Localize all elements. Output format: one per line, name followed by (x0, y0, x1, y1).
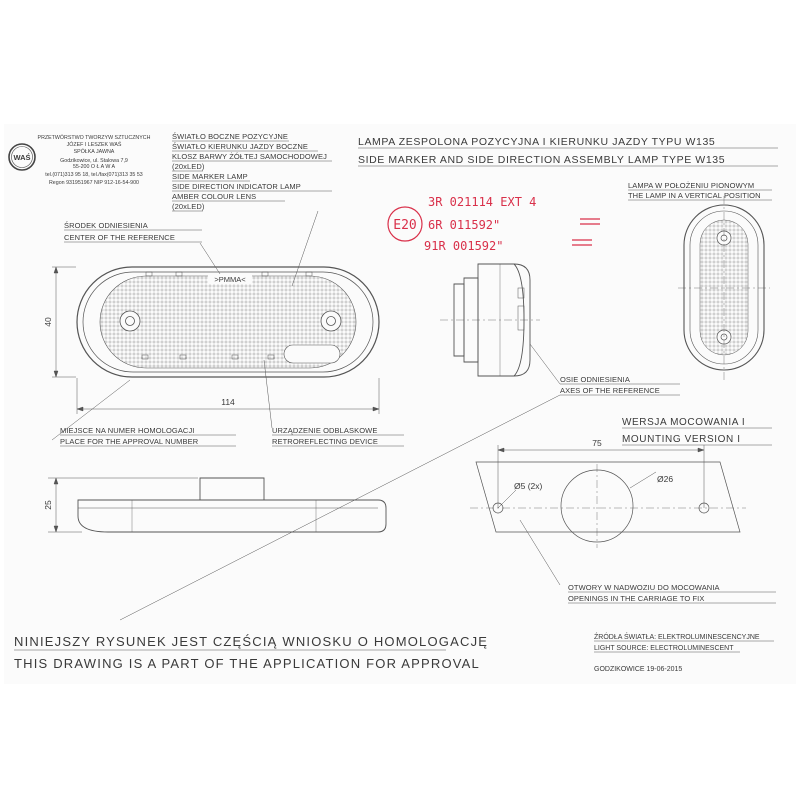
openings-en: OPENINGS IN THE CARRIAGE TO FIX (568, 594, 704, 603)
center-label-en: CENTER OF THE REFERENCE (64, 233, 175, 242)
dim-width-text: 114 (221, 397, 235, 407)
dim-spacing-text: 75 (592, 438, 602, 448)
vertical-label-en: THE LAMP IN A VERTICAL POSITION (628, 191, 761, 200)
source-pl: ŹRÓDŁA ŚWIATŁA: ELEKTROLUMINESCENCYJNE (594, 632, 760, 641)
lamp-bottom-view (77, 477, 387, 533)
approval-place-pl: MIEJSCE NA NUMER HOMOLOGACJI (60, 426, 194, 435)
approval-line-1: 3R 021114 EXT 4 (428, 195, 536, 209)
source-en: LIGHT SOURCE: ELECTROLUMINESCENT (594, 645, 734, 652)
desc-pl-3: KLOSZ BARWY ŻÓŁTEJ SAMOCHODOWEJ (172, 152, 327, 161)
openings-pl: OTWORY W NADWOZIU DO MOCOWANIA (568, 583, 720, 592)
axes-en: AXES OF THE REFERENCE (560, 386, 660, 395)
vertical-label-pl: LAMPA W POŁOŻENIU PIONOWYM (628, 181, 754, 190)
drawing-sheet (4, 124, 796, 684)
desc-en-1: SIDE MARKER LAMP (172, 172, 248, 181)
company-logo: WAŚ (8, 143, 36, 171)
company-city: 55-200 O Ł A W A (73, 164, 116, 170)
dim-hole-text: Ø5 (2x) (514, 481, 543, 491)
company-regon: Regon 931951967 NIP 912-16-54-900 (49, 180, 139, 186)
dim-height-text: 40 (43, 317, 53, 327)
mounting-plate (470, 461, 746, 548)
footer-en: THIS DRAWING IS A PART OF THE APPLICATIO… (14, 656, 480, 671)
approval-line-3: 91R 001592" (424, 239, 503, 253)
approval-mark: E20 3R 021114 EXT 4 6R 011592" 91R 00159… (387, 195, 600, 253)
desc-en-4: (20xLED) (172, 202, 205, 211)
desc-pl-1: ŚWIATŁO BOCZNE POZYCYJNE (172, 132, 288, 141)
retro-pl: URZĄDZENIE ODBLASKOWE (272, 426, 377, 435)
logo-text: WAŚ (13, 153, 30, 162)
company-name: PRZETWÓRSTWO TWORZYW SZTUCZNYCH (38, 134, 151, 141)
company-form: SPÓŁKA JAWNA (74, 148, 115, 155)
approval-place-en: PLACE FOR THE APPROVAL NUMBER (60, 437, 199, 446)
emark-text: E20 (393, 218, 416, 233)
desc-pl-4: (20xLED) (172, 162, 205, 171)
company-phones: tel.(071)313 95 18, tel./fax(071)313 35 … (45, 172, 143, 178)
pmma-label: >PMMA< (214, 275, 246, 284)
dim-depth (48, 477, 198, 533)
retro-en: RETROREFLECTING DEVICE (272, 437, 378, 446)
dim-spacing (497, 445, 705, 508)
title-pl: LAMPA ZESPOLONA POZYCYJNA I KIERUNKU JAZ… (358, 136, 715, 148)
mounting-pl: WERSJA MOCOWANIA I (622, 417, 745, 428)
title-en: SIDE MARKER AND SIDE DIRECTION ASSEMBLY … (358, 154, 725, 166)
lamp-vertical-view (678, 196, 770, 380)
axes-pl: OSIE ODNIESIENIA (560, 375, 630, 384)
dim-width (76, 378, 380, 414)
dim-center-hole-text: Ø26 (657, 474, 673, 484)
company-owners: JÓZEF I LESZEK WAŚ (67, 140, 122, 148)
mounting-en: MOUNTING VERSION I (622, 434, 741, 445)
approval-line-2: 6R 011592" (428, 218, 500, 232)
date-text: GODZIKOWICE 19-06-2015 (594, 666, 682, 673)
desc-en-3: AMBER COLOUR LENS (172, 192, 256, 201)
dim-height (52, 266, 76, 378)
company-address: Godzikowice, ul. Stalowa 7,9 (60, 158, 128, 164)
dim-depth-text: 25 (43, 500, 53, 510)
desc-pl-2: ŚWIATŁO KIERUNKU JAZDY BOCZNE (172, 142, 308, 151)
footer-pl: NINIEJSZY RYSUNEK JEST CZĘŚCIĄ WNIOSKU O… (14, 634, 488, 649)
center-label-pl: ŚRODEK ODNIESIENIA (64, 221, 148, 230)
desc-en-2: SIDE DIRECTION INDICATOR LAMP (172, 182, 301, 191)
